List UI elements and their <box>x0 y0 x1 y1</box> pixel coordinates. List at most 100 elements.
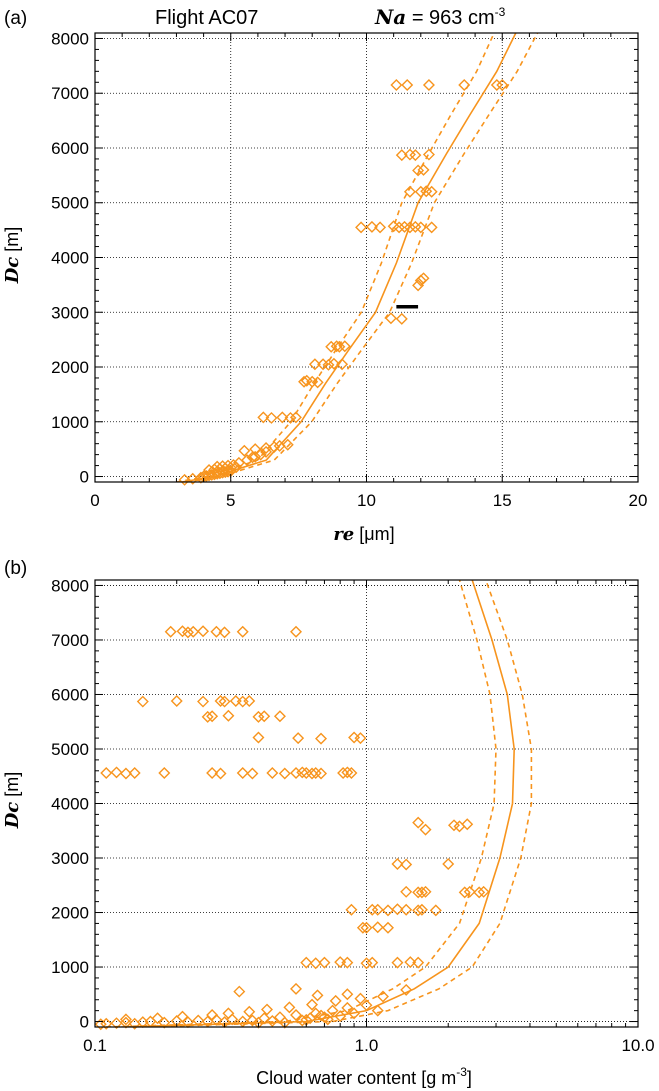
data-point <box>246 1014 259 1027</box>
y-axis-label-b: Dc [m] <box>2 772 23 830</box>
data-point <box>384 312 397 325</box>
x-axis-symbol-a: re <box>333 524 354 545</box>
data-point <box>391 956 404 969</box>
data-point <box>355 221 368 234</box>
y-tick-label: 2000 <box>51 904 89 923</box>
data-point <box>306 998 319 1011</box>
title-na: Na = 963 cm-3 <box>374 5 506 29</box>
data-point <box>400 858 413 871</box>
y-tick-label: 5000 <box>51 194 89 213</box>
data-point <box>222 1007 235 1020</box>
x-tick-label: 10 <box>357 491 376 510</box>
y-axis-unit-a: [m] <box>2 227 22 252</box>
data-point <box>216 460 229 473</box>
data-point <box>415 903 428 916</box>
x-tick-label: 10.0 <box>621 1036 654 1055</box>
data-point <box>296 766 309 779</box>
data-point <box>278 1016 291 1029</box>
x-tick-label: 15 <box>493 491 512 510</box>
data-point <box>94 1018 107 1031</box>
grid-b <box>95 580 638 1027</box>
data-point <box>176 1010 189 1023</box>
y-tick-label: 7000 <box>51 84 89 103</box>
data-point <box>391 858 404 870</box>
x-tick-label: 0 <box>90 491 99 510</box>
adiabatic-curve-upper <box>187 33 539 482</box>
y-tick-label: 1000 <box>51 958 89 977</box>
data-point <box>401 79 414 92</box>
data-point <box>266 1015 279 1027</box>
data-point <box>403 221 416 234</box>
data-point <box>283 1001 296 1014</box>
data-point <box>422 148 435 161</box>
data-point <box>315 767 328 780</box>
data-point <box>266 766 279 779</box>
data-point <box>327 357 340 370</box>
data-point <box>218 626 231 639</box>
y-axis-symbol-a: Dc <box>2 257 23 285</box>
data-point <box>192 1014 205 1027</box>
data-point <box>322 358 335 371</box>
data-point <box>442 858 455 870</box>
data-point <box>214 695 227 708</box>
data-point <box>356 921 369 934</box>
data-point <box>496 79 509 92</box>
data-point <box>412 886 425 899</box>
data-point <box>412 956 425 969</box>
data-point <box>414 274 427 287</box>
data-point <box>329 994 342 1007</box>
data-point <box>276 411 289 424</box>
data-point <box>260 1003 273 1016</box>
data-point <box>400 903 413 916</box>
data-point <box>360 957 373 970</box>
data-point <box>304 1012 317 1025</box>
data-point <box>252 710 265 723</box>
data-point <box>214 767 227 780</box>
data-point <box>337 766 350 779</box>
data-point <box>298 375 311 388</box>
grid-a <box>95 33 638 482</box>
data-point <box>158 766 171 779</box>
data-point <box>222 709 235 722</box>
y-tick-label: 2000 <box>51 358 89 377</box>
y-tick-label: 5000 <box>51 740 89 759</box>
title-na-symbol: Na <box>374 5 406 29</box>
data-point <box>252 731 265 744</box>
data-point <box>341 988 354 1001</box>
adiabatic-curve-upper <box>134 580 533 1027</box>
y-tick-label: 1000 <box>51 413 89 432</box>
data-point <box>187 625 200 638</box>
data-point <box>236 766 249 779</box>
data-point <box>211 460 224 473</box>
y-axis-label-a: Dc [m] <box>2 227 23 285</box>
data-point <box>473 886 486 899</box>
data-point <box>100 1017 113 1030</box>
y-tick-label: 4000 <box>51 795 89 814</box>
data-point <box>278 767 291 780</box>
data-point <box>236 695 249 708</box>
data-point <box>136 695 149 708</box>
data-points-a <box>178 79 509 486</box>
data-point <box>311 989 324 1002</box>
data-point <box>210 625 223 638</box>
data-point <box>371 1004 384 1017</box>
adiabatic-curve <box>181 33 517 482</box>
data-points-b <box>94 625 490 1031</box>
data-point <box>404 956 417 969</box>
data-point <box>391 903 404 916</box>
x-tick-label: 20 <box>629 491 648 510</box>
data-point <box>292 732 305 745</box>
y-tick-label: 0 <box>80 1013 89 1032</box>
data-point <box>201 710 214 723</box>
data-point <box>284 411 297 424</box>
y-tick-label: 3000 <box>51 849 89 868</box>
data-point <box>461 818 474 831</box>
data-point <box>341 956 354 969</box>
data-point <box>197 695 210 708</box>
data-point <box>236 625 249 638</box>
data-point <box>181 626 194 639</box>
data-point <box>311 376 324 389</box>
data-point <box>203 463 216 476</box>
adiabatic-curve-lower <box>106 580 497 1027</box>
